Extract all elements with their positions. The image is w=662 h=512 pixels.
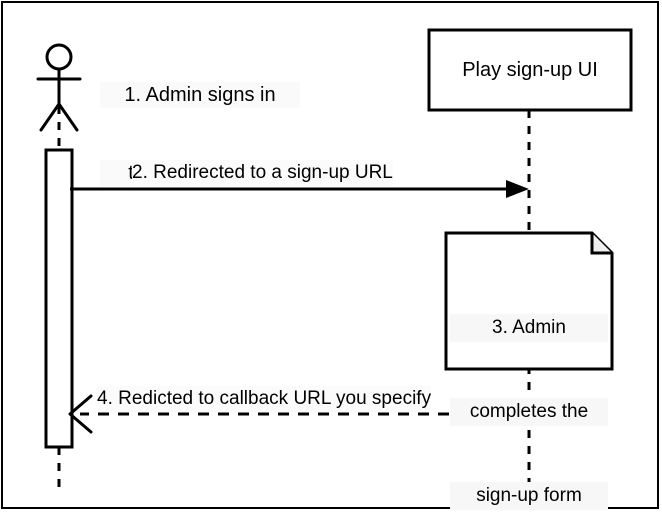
participant-label-play-signup-ui: Play sign-up UI <box>462 59 598 81</box>
actor-caption: 1. Admin signs in to EMM console <box>100 30 300 238</box>
actor-caption-line-1: 1. Admin signs in <box>100 82 300 108</box>
note-3-line-1: 3. Admin <box>450 314 608 342</box>
note-3-line-3: sign-up form <box>450 482 608 510</box>
note-3-text: 3. Admin completes the sign-up form <box>450 258 608 512</box>
note-3-line-2: completes the <box>450 398 608 426</box>
message-4-label: 4. Redicted to callback URL you specify <box>97 386 432 412</box>
message-2-label: 2. Redirected to a sign-up URL <box>132 160 393 186</box>
